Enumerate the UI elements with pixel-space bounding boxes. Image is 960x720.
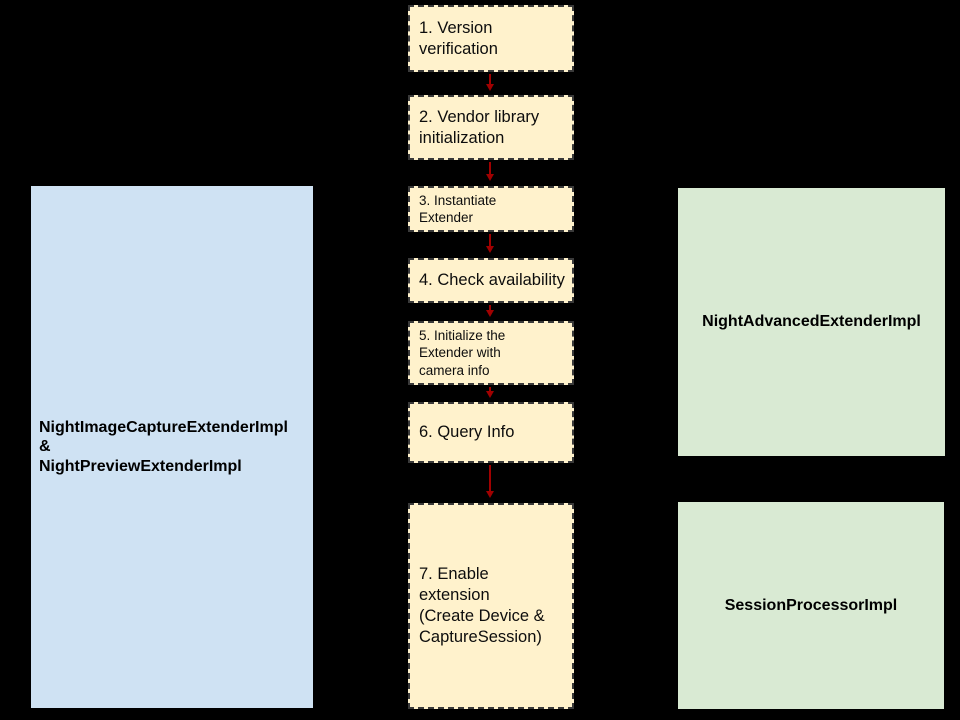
flow-step-label: 6. Query Info — [419, 423, 515, 442]
flow-arrow-5-icon — [486, 387, 494, 398]
flow-arrow-1-icon — [486, 74, 494, 91]
flow-step-label: 1. Version verification — [419, 18, 498, 58]
flow-arrow-2-icon — [486, 162, 494, 181]
panel-night-image-capture-extender-label: NightImageCaptureExtenderImpl & NightPre… — [39, 418, 288, 475]
flow-arrow-4-icon — [486, 305, 494, 317]
flow-step-instantiate-extender: 3. Instantiate Extender — [408, 186, 574, 232]
flow-step-label: 4. Check availability — [419, 271, 565, 290]
flow-step-query-info: 6. Query Info — [408, 402, 574, 463]
flow-step-label: 7. Enable extension (Create Device & Cap… — [419, 565, 545, 646]
flow-step-label: 3. Instantiate Extender — [419, 192, 497, 225]
flow-step-version-verification: 1. Version verification — [408, 5, 574, 72]
panel-night-advanced-extender-label: NightAdvancedExtenderImpl — [702, 313, 921, 331]
panel-session-processor-label: SessionProcessorImpl — [724, 596, 898, 614]
panel-night-advanced-extender: NightAdvancedExtenderImpl — [678, 188, 945, 456]
flow-step-initialize-extender: 5. Initialize the Extender with camera i… — [408, 321, 574, 385]
flow-step-label: 5. Initialize the Extender with camera i… — [419, 328, 506, 378]
flow-arrow-6-icon — [486, 465, 494, 498]
flow-step-label: 2. Vendor library initialization — [419, 107, 540, 147]
flow-step-vendor-library-initialization: 2. Vendor library initialization — [408, 95, 574, 160]
flow-step-enable-extension: 7. Enable extension (Create Device & Cap… — [408, 503, 574, 709]
panel-night-image-capture-extender: NightImageCaptureExtenderImpl & NightPre… — [31, 186, 313, 708]
flow-step-check-availability: 4. Check availability — [408, 258, 574, 303]
panel-session-processor: SessionProcessorImpl — [678, 502, 944, 709]
flow-arrow-3-icon — [486, 234, 494, 253]
